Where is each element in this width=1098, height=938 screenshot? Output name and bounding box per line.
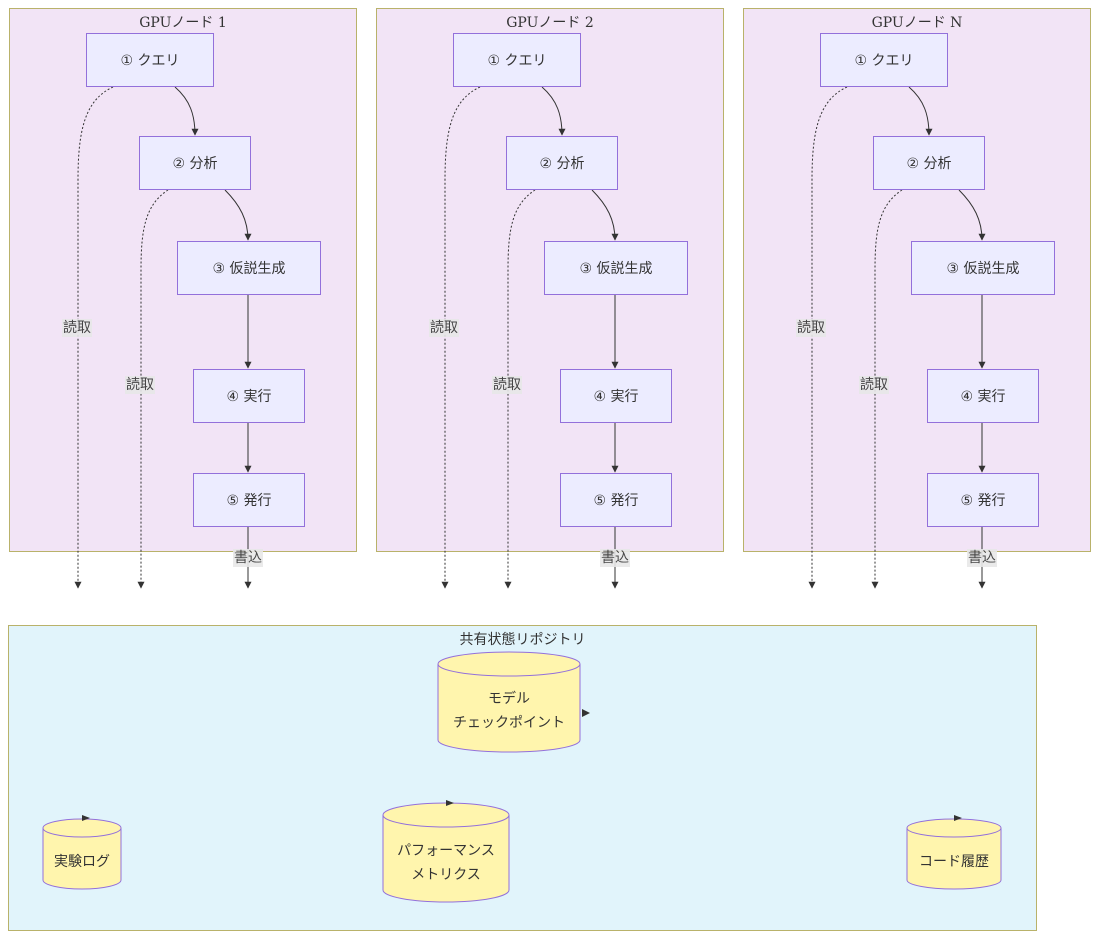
edge-label-write: 書込 xyxy=(967,549,997,567)
node-execute[interactable]: ④ 実行 xyxy=(560,369,672,423)
edge-analysis-hypothesis xyxy=(958,189,986,241)
code-history-label[interactable]: コード履歴 xyxy=(919,854,989,870)
shared-state-repository: 共有状態リポジトリ xyxy=(8,625,1037,931)
node-hypothesis[interactable]: ③ 仮説生成 xyxy=(911,241,1055,295)
edge-query-analysis xyxy=(541,86,566,136)
performance-metrics-label[interactable]: パフォーマンス メトリクス xyxy=(397,843,495,883)
model-checkpoint-label[interactable]: モデル チェックポイント xyxy=(453,691,565,731)
edge-query-read xyxy=(808,86,848,589)
node-publish[interactable]: ⑤ 発行 xyxy=(560,473,672,527)
edge-query-analysis xyxy=(174,86,199,136)
node-analysis[interactable]: ② 分析 xyxy=(506,136,618,190)
node-publish[interactable]: ⑤ 発行 xyxy=(193,473,305,527)
edge-query-analysis xyxy=(908,86,933,136)
edge-label-write: 書込 xyxy=(233,549,263,567)
node-execute[interactable]: ④ 実行 xyxy=(193,369,305,423)
node-hypothesis[interactable]: ③ 仮説生成 xyxy=(177,241,321,295)
edge-analysis-hypothesis xyxy=(224,189,252,241)
edge-label-read: 読取 xyxy=(429,319,459,337)
edge-label-read: 読取 xyxy=(859,376,889,394)
node-publish[interactable]: ⑤ 発行 xyxy=(927,473,1039,527)
experiment-log-label[interactable]: 実験ログ xyxy=(54,854,110,870)
node-query[interactable]: ① クエリ xyxy=(86,33,214,87)
node-hypothesis[interactable]: ③ 仮説生成 xyxy=(544,241,688,295)
edge-analysis-hypothesis xyxy=(591,189,619,241)
edge-label-read: 読取 xyxy=(796,319,826,337)
edge-analysis-read xyxy=(871,189,903,589)
edge-label-read: 読取 xyxy=(125,376,155,394)
edge-label-write: 書込 xyxy=(600,549,630,567)
repository-title: 共有状態リポジトリ xyxy=(459,632,586,648)
edge-label-read: 読取 xyxy=(62,319,92,337)
node-analysis[interactable]: ② 分析 xyxy=(139,136,251,190)
edge-analysis-read xyxy=(137,189,169,589)
edge-query-read xyxy=(441,86,481,589)
node-analysis[interactable]: ② 分析 xyxy=(873,136,985,190)
node-query[interactable]: ① クエリ xyxy=(820,33,948,87)
edge-query-read xyxy=(74,86,114,589)
edge-label-read: 読取 xyxy=(492,376,522,394)
node-execute[interactable]: ④ 実行 xyxy=(927,369,1039,423)
cluster-2-edges xyxy=(441,86,619,589)
node-query[interactable]: ① クエリ xyxy=(453,33,581,87)
edge-analysis-read xyxy=(504,189,536,589)
